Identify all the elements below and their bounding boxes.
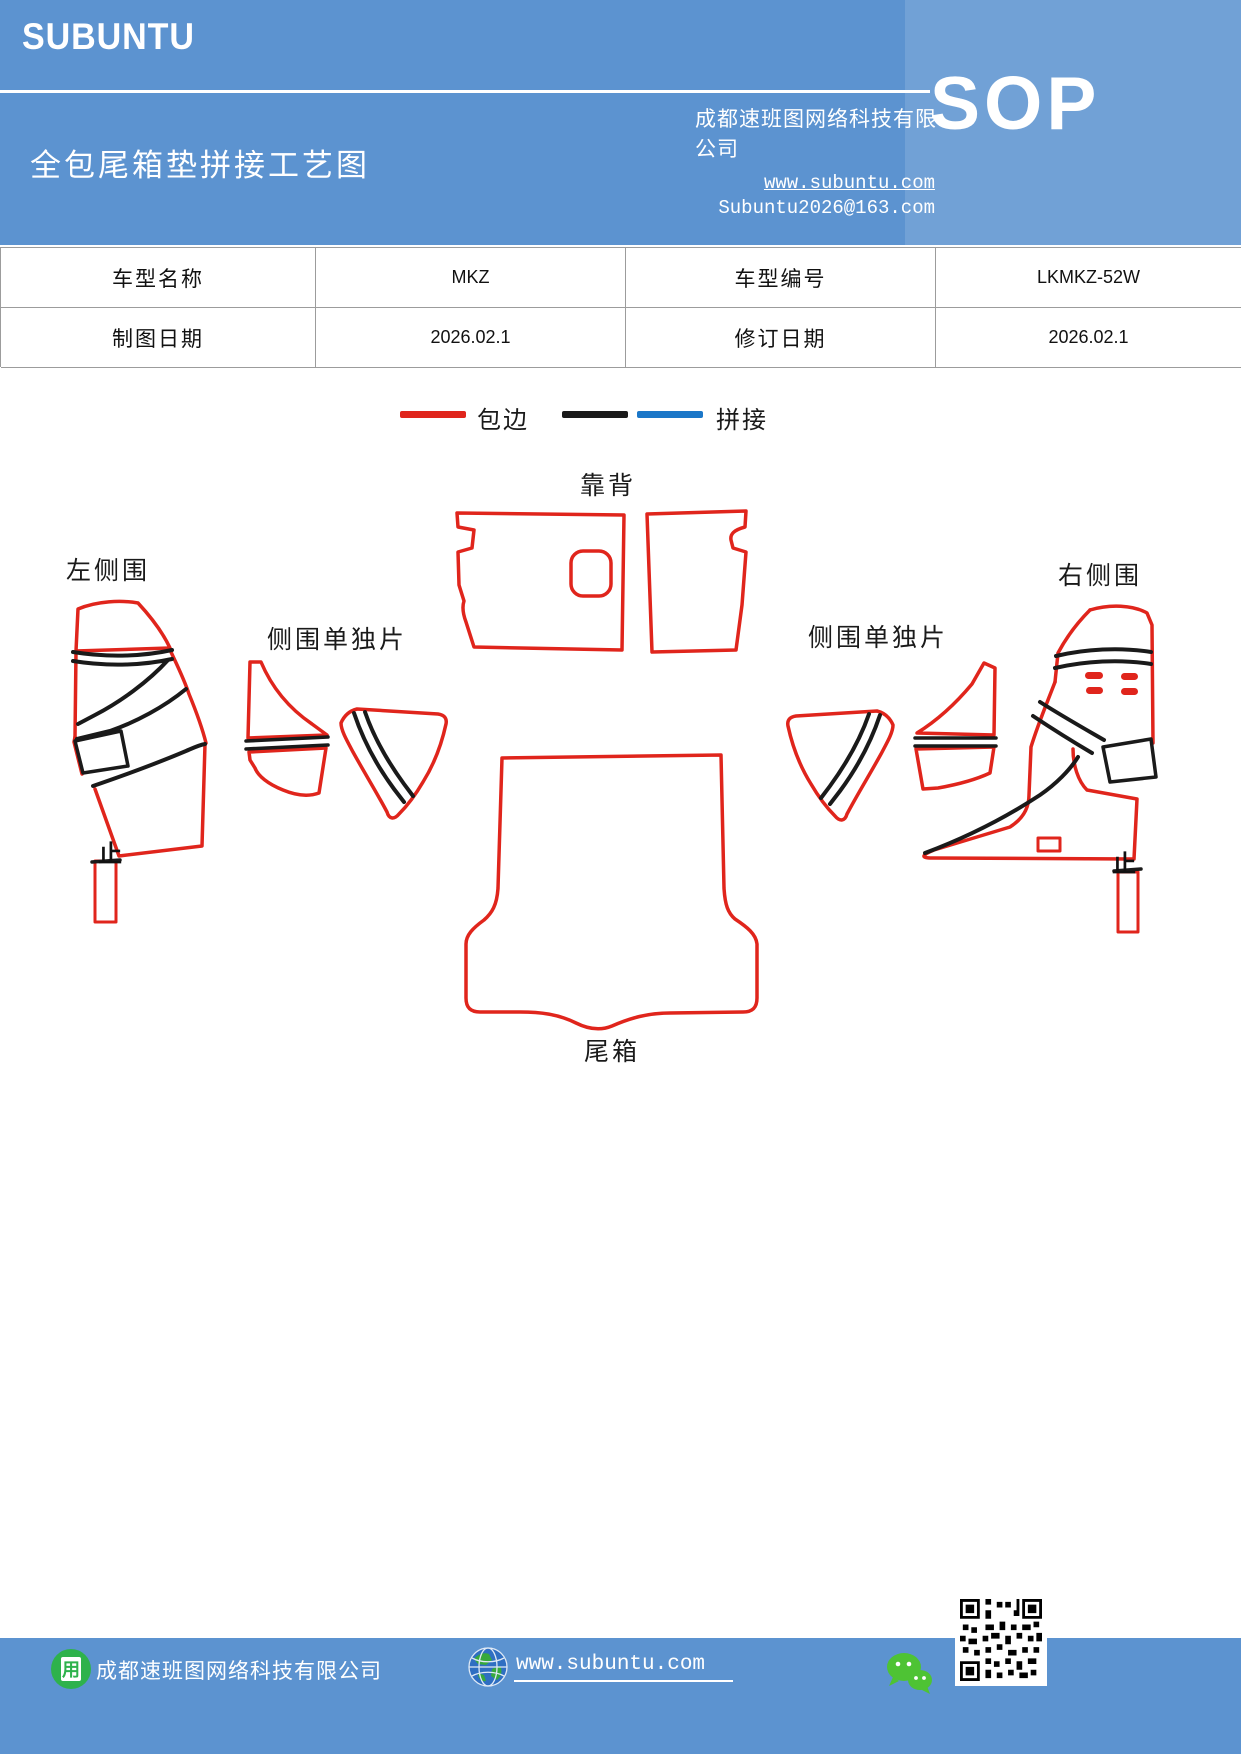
globe-icon <box>468 1647 508 1687</box>
table-cell-revise-date-label: 修订日期 <box>626 308 936 368</box>
right-side-piece <box>922 604 1158 934</box>
stop-mark-right: 止 <box>1112 851 1136 878</box>
brand-logo: SUBUNTU <box>22 16 195 57</box>
header-light-band <box>905 0 1241 245</box>
header-website-link[interactable]: www.subuntu.com <box>763 172 935 194</box>
label-backrest: 靠背 <box>580 472 637 500</box>
page-title: 全包尾箱垫拼接工艺图 <box>30 148 370 183</box>
backrest-left-piece <box>455 511 626 652</box>
footer-company-name: 成都速班图网络科技有限公司 <box>96 1660 382 1683</box>
table-cell-draw-date-label: 制图日期 <box>1 308 316 368</box>
building-icon: 用 <box>51 1649 91 1689</box>
left-side-piece <box>71 599 208 924</box>
legend-splice-black-swatch <box>562 411 628 418</box>
side-separate-piece-right-d <box>913 661 998 791</box>
side-separate-piece-left-a <box>244 660 330 797</box>
legend-edge-label: 包边 <box>477 407 529 434</box>
sop-badge: SOP <box>930 61 1101 145</box>
table-cell-model-code-value: LKMKZ-52W <box>936 248 1241 308</box>
label-right-side: 右侧围 <box>1058 562 1143 590</box>
legend-splice-label: 拼接 <box>716 407 768 434</box>
header-divider-line <box>0 90 930 93</box>
label-trunk: 尾箱 <box>584 1038 641 1066</box>
header-banner: SUBUNTU 成都速班图网络科技有限公司 全包尾箱垫拼接工艺图 www.sub… <box>0 0 1241 245</box>
table-cell-revise-date-value: 2026.02.1 <box>936 308 1241 368</box>
table-cell-model-name-label: 车型名称 <box>1 248 316 308</box>
label-left-side: 左侧围 <box>66 557 151 585</box>
header-email: Subuntu2026@163.com <box>718 197 935 219</box>
stop-mark-left: 止 <box>98 841 122 868</box>
side-separate-piece-left-b <box>339 707 448 820</box>
legend-edge-swatch <box>400 411 466 418</box>
legend-splice-blue-swatch <box>637 411 703 418</box>
label-side-piece-right: 侧围单独片 <box>808 624 949 652</box>
header-company-name: 成都速班图网络科技有限公司 <box>695 107 937 161</box>
footer-website-link[interactable]: www.subuntu.com <box>514 1653 734 1682</box>
wechat-icon <box>887 1653 932 1694</box>
trunk-piece <box>464 753 759 1031</box>
side-separate-piece-right-c <box>786 709 895 822</box>
building-icon-glyph: 用 <box>62 1660 80 1680</box>
table-cell-model-name-value: MKZ <box>316 248 626 308</box>
vehicle-info-table: 车型名称 MKZ 车型编号 LKMKZ-52W 制图日期 2026.02.1 修… <box>0 247 1241 368</box>
label-side-piece-left: 侧围单独片 <box>267 626 408 654</box>
backrest-right-piece <box>645 509 748 654</box>
qr-code <box>955 1594 1047 1686</box>
table-cell-draw-date-value: 2026.02.1 <box>316 308 626 368</box>
table-cell-model-code-label: 车型编号 <box>626 248 936 308</box>
